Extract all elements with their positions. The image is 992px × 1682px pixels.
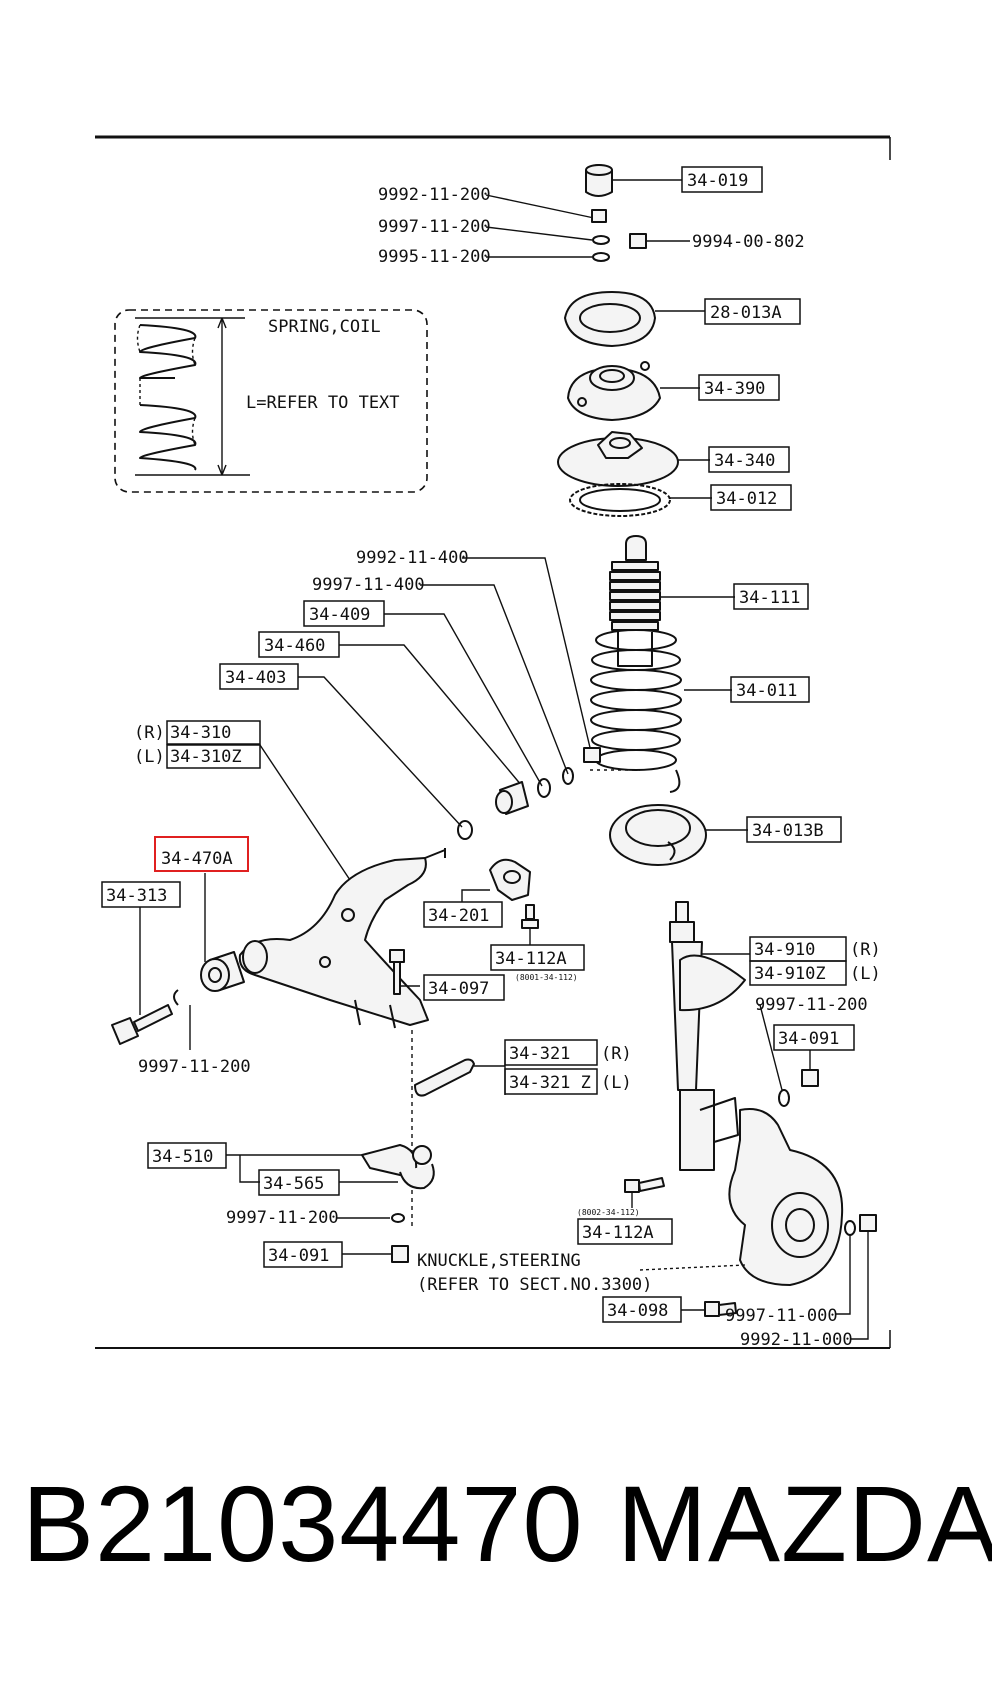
strut-34-910 (669, 901, 746, 1171)
label-34-321-side: (R) (601, 1044, 632, 1064)
label-9997-11-400[interactable]: 9997-11-400 (312, 575, 425, 595)
spring-note-title: SPRING,COIL (268, 317, 381, 337)
label-34-470A[interactable]: 34-470A (161, 849, 233, 869)
label-34-910-side: (R) (850, 940, 881, 960)
label-34-012[interactable]: 34-012 (716, 489, 777, 509)
label-9992-11-000[interactable]: 9992-11-000 (740, 1330, 853, 1350)
label-34-565[interactable]: 34-565 (263, 1174, 324, 1194)
label-34-310[interactable]: 34-310 (170, 723, 231, 743)
label-34-098[interactable]: 34-098 (607, 1301, 668, 1321)
coil-spring-34-011 (590, 629, 682, 793)
label-34-321[interactable]: 34-321 (509, 1044, 570, 1064)
label-9997-11-200-left[interactable]: 9997-11-200 (138, 1057, 251, 1077)
label-34-097[interactable]: 34-097 (428, 979, 489, 999)
spring-coil-icon (139, 324, 197, 471)
label-34-013B[interactable]: 34-013B (752, 821, 824, 841)
highlight-34-470A (154, 836, 249, 872)
seat-34-013B (609, 804, 707, 866)
label-9995-11-200[interactable]: 9995-11-200 (378, 247, 491, 267)
spring-note-length: L=REFER TO TEXT (246, 393, 400, 413)
label-34-019[interactable]: 34-019 (687, 171, 748, 191)
bump-stop-34-111 (609, 535, 661, 667)
footer-brand: MAZDA (617, 1463, 992, 1584)
label-34-460[interactable]: 34-460 (264, 636, 325, 656)
label-34-910Z[interactable]: 34-910Z (754, 964, 826, 984)
label-9992-11-200-top[interactable]: 9992-11-200 (378, 185, 491, 205)
label-34-111[interactable]: 34-111 (739, 588, 800, 608)
label-34-091-bottom[interactable]: 34-091 (268, 1246, 329, 1266)
bolt-34-313 (111, 1004, 173, 1045)
bushing-34-460 (495, 781, 529, 815)
plate-34-321 (414, 1058, 475, 1097)
spring-coil-inset: SPRING,COIL L=REFER TO TEXT (114, 309, 428, 493)
label-34-510[interactable]: 34-510 (152, 1147, 213, 1167)
label-9997-11-200-bottom[interactable]: 9997-11-200 (226, 1208, 339, 1228)
label-34-910Z-side: (L) (850, 964, 881, 984)
label-34-321Z[interactable]: 34-321 Z (509, 1073, 591, 1093)
label-28-013A[interactable]: 28-013A (710, 303, 782, 323)
knuckle-note-line1: KNUCKLE,STEERING (417, 1251, 581, 1271)
label-34-091-right[interactable]: 34-091 (778, 1029, 839, 1049)
label-34-321Z-side: (L) (601, 1073, 632, 1093)
label-34-310Z-side: (L) (134, 747, 165, 767)
label-34-310Z[interactable]: 34-310Z (170, 747, 242, 767)
footer: B21034470 MAZDA (22, 1463, 992, 1610)
label-34-340[interactable]: 34-340 (714, 451, 775, 471)
bearing-34-012 (569, 483, 671, 517)
knuckle-note-line2: (REFER TO SECT.NO.3300) (417, 1275, 652, 1295)
plate-28-013A (564, 291, 656, 347)
footer-part-number: B21034470 (22, 1463, 584, 1584)
note-34-112A-mid: (8001-34-112) (515, 973, 578, 982)
label-34-910[interactable]: 34-910 (754, 940, 815, 960)
label-34-011[interactable]: 34-011 (736, 681, 797, 701)
label-34-310-side: (R) (134, 723, 165, 743)
label-9997-11-200-right[interactable]: 9997-11-200 (755, 995, 868, 1015)
mount-34-390 (567, 361, 661, 421)
label-9997-11-200-top[interactable]: 9997-11-200 (378, 217, 491, 237)
seat-34-340 (557, 431, 679, 487)
label-34-112A-low[interactable]: 34-112A (582, 1223, 654, 1243)
bracket-34-201 (489, 858, 531, 901)
steering-knuckle (728, 1108, 844, 1286)
label-34-112A-mid[interactable]: 34-112A (495, 949, 567, 969)
label-9992-11-400[interactable]: 9992-11-400 (356, 548, 469, 568)
label-9997-11-000[interactable]: 9997-11-000 (725, 1306, 838, 1326)
bushing-34-470A (200, 951, 245, 992)
label-34-313[interactable]: 34-313 (106, 886, 167, 906)
control-arm-34-310 (238, 848, 446, 1029)
label-9994-00-802[interactable]: 9994-00-802 (692, 232, 805, 252)
label-34-409[interactable]: 34-409 (309, 605, 370, 625)
label-34-201[interactable]: 34-201 (428, 906, 489, 926)
ball-joint-34-510 (361, 1144, 435, 1190)
label-34-390[interactable]: 34-390 (704, 379, 765, 399)
label-34-403[interactable]: 34-403 (225, 668, 286, 688)
note-34-112A-low: (8002-34-112) (577, 1208, 640, 1217)
cap-34-019 (585, 164, 682, 197)
